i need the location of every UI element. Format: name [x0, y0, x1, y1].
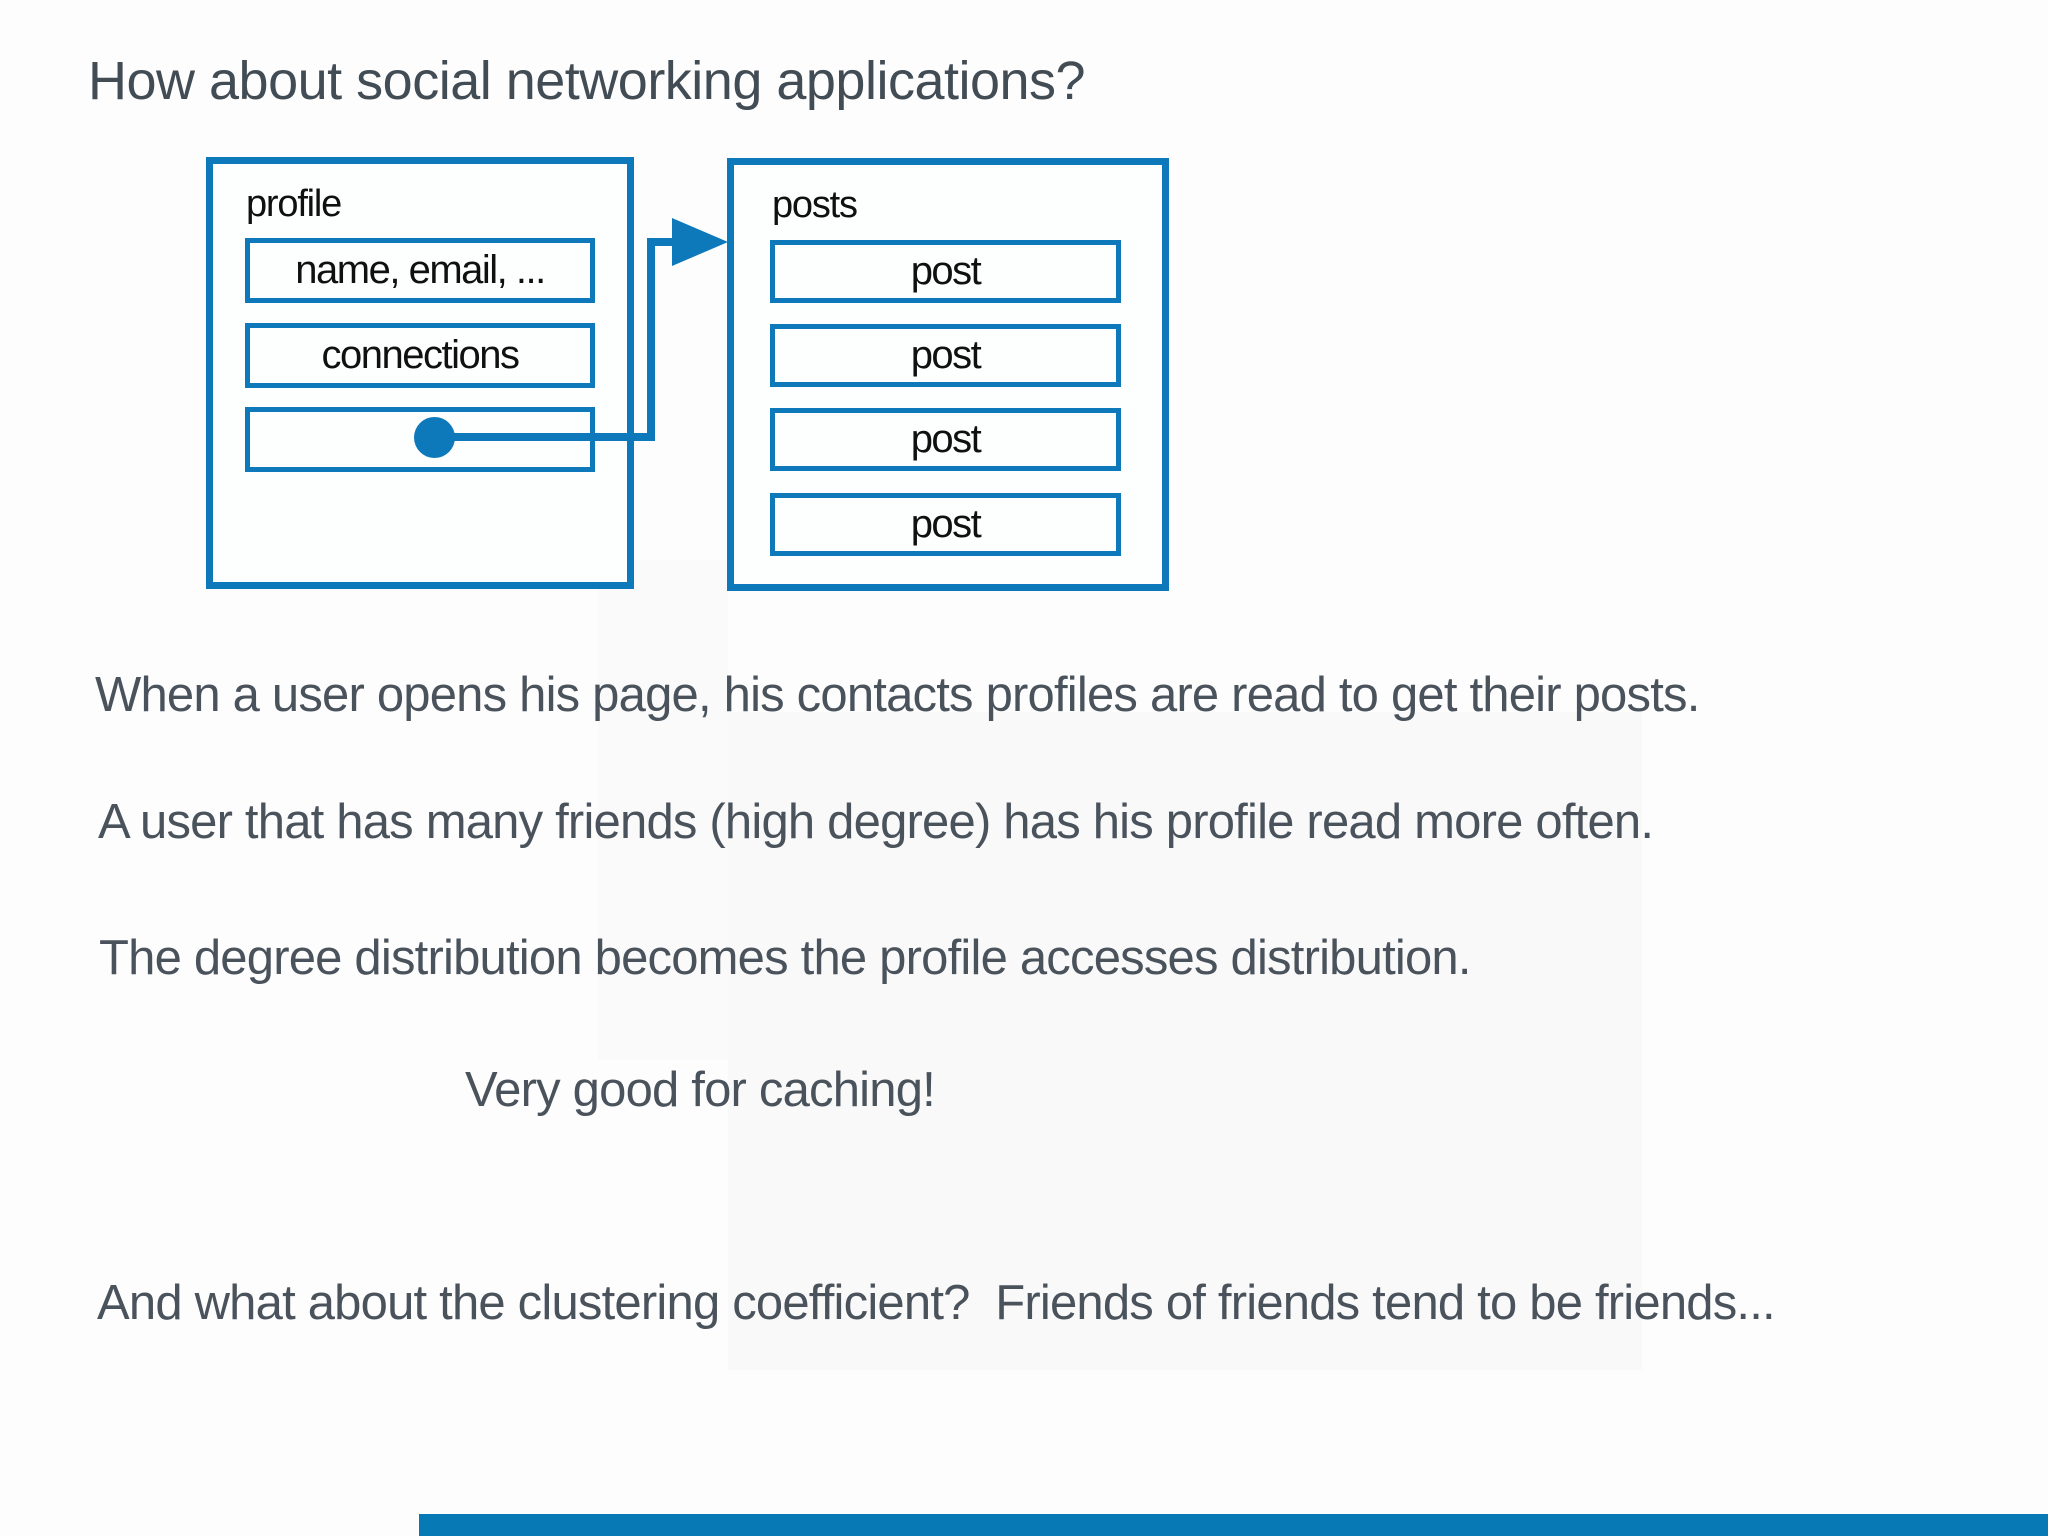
connector-line-stub — [647, 238, 675, 246]
profile-field-connections: connections — [245, 323, 595, 388]
post-item: post — [770, 324, 1121, 387]
paragraph: When a user opens his page, his contacts… — [95, 668, 1700, 722]
slide-title: How about social networking applications… — [88, 51, 1086, 111]
post-item: post — [770, 493, 1121, 556]
arrowhead-icon — [672, 218, 728, 266]
post-item: post — [770, 240, 1121, 303]
connector-line-horizontal — [434, 433, 655, 441]
paragraph: And what about the clustering coefficien… — [97, 1276, 1776, 1330]
footer-accent-bar — [419, 1514, 2048, 1536]
profile-field-name-email: name, email, ... — [245, 238, 595, 303]
paragraph-emphasis: Very good for caching! — [465, 1063, 936, 1117]
connector-line-vertical — [647, 238, 655, 441]
posts-label: posts — [772, 184, 858, 226]
profile-label: profile — [246, 183, 342, 225]
post-item: post — [770, 408, 1121, 471]
paragraph: The degree distribution becomes the prof… — [99, 931, 1472, 985]
paragraph: A user that has many friends (high degre… — [98, 795, 1654, 849]
pointer-dot-icon — [414, 417, 455, 458]
